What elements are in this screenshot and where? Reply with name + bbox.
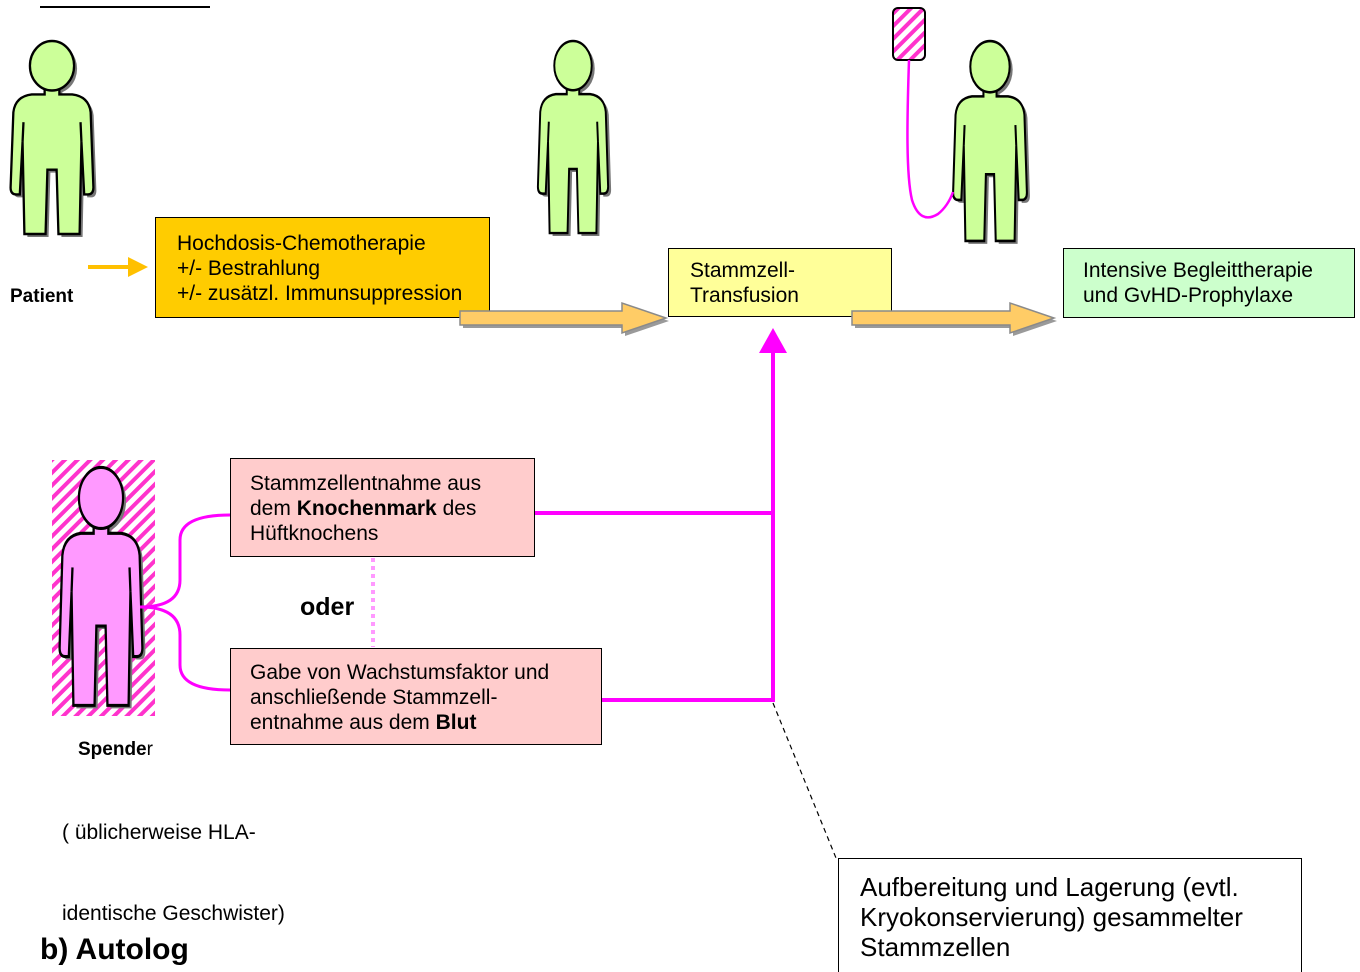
marrow-text: dem [250,497,297,520]
blood-line: anschließende Stammzell- [250,686,498,709]
storage-line: Aufbereitung und Lagerung (evtl. [860,872,1239,902]
patient-after-chemo-person-icon [536,39,610,235]
marrow-text: des [436,497,477,520]
donor-label: Spender [78,739,153,761]
donor-note-line: ( üblicherweise HLA- [62,821,256,844]
donor-note-line: identische Geschwister) [62,902,285,925]
donor-label-bold: Spende [78,739,147,760]
patient-to-chemo-arrow-head [128,257,148,277]
marrow-keyword: Knochenmark [296,497,437,520]
stem-cell-flow-arrow-head [759,328,787,353]
blood-keyword: Blut [435,711,477,734]
blood-line: entnahme aus dem Blut [250,710,601,735]
transfusion-line: Stammzell- [690,259,796,282]
gvhd-prophylaxis-line: und GvHD-Prophylaxe [1083,284,1294,307]
chemotherapy-box: Hochdosis-Chemotherapie +/- Bestrahlung … [155,217,490,318]
chemotherapy-line: Hochdosis-Chemotherapie [177,232,426,255]
blood-text: entnahme aus dem [250,711,436,734]
donor-note: ( üblicherweise HLA- identische Geschwis… [62,765,285,954]
radiation-line: +/- Bestrahlung [177,257,321,280]
blood-line: Gabe von Wachstumsfaktor und [250,661,550,684]
patient-label: Patient [10,286,74,307]
donor-label-rest: r [146,739,153,760]
donor-to-marrow-connector [139,513,231,609]
processing-storage-box: Aufbereitung und Lagerung (evtl. Kryokon… [838,858,1302,972]
infusion-tube [906,59,955,219]
patient-person-icon [9,39,95,236]
donor-to-blood-connector [139,605,231,692]
bone-marrow-harvest-box: Stammzellentnahme aus dem Knochenmark de… [230,458,535,557]
peripheral-blood-harvest-box: Gabe von Wachstumsfaktor und anschließen… [230,648,602,745]
supportive-therapy-box: Intensive Begleittherapie und GvHD-Proph… [1063,248,1355,318]
storage-line: Stammzellen [860,932,1011,962]
section-b-title: b) Autolog [40,933,189,966]
transfusion-box: Stammzell- Transfusion [668,248,892,317]
iv-bag-icon [892,7,926,61]
supportive-therapy-line: Intensive Begleittherapie [1083,259,1313,282]
marrow-line: Stammzellentnahme aus [250,472,482,495]
or-label: oder [300,593,355,621]
marrow-line: dem Knochenmark des [250,496,534,521]
patient-transfusion-person-icon [951,39,1029,243]
immunosuppression-line: +/- zusätzl. Immunsuppression [177,282,463,305]
storage-line: Kryokonservierung) gesammelter [860,902,1243,932]
transfusion-line: Transfusion [690,284,799,307]
marrow-line: Hüftknochens [250,522,379,545]
storage-callout-line [772,702,837,859]
